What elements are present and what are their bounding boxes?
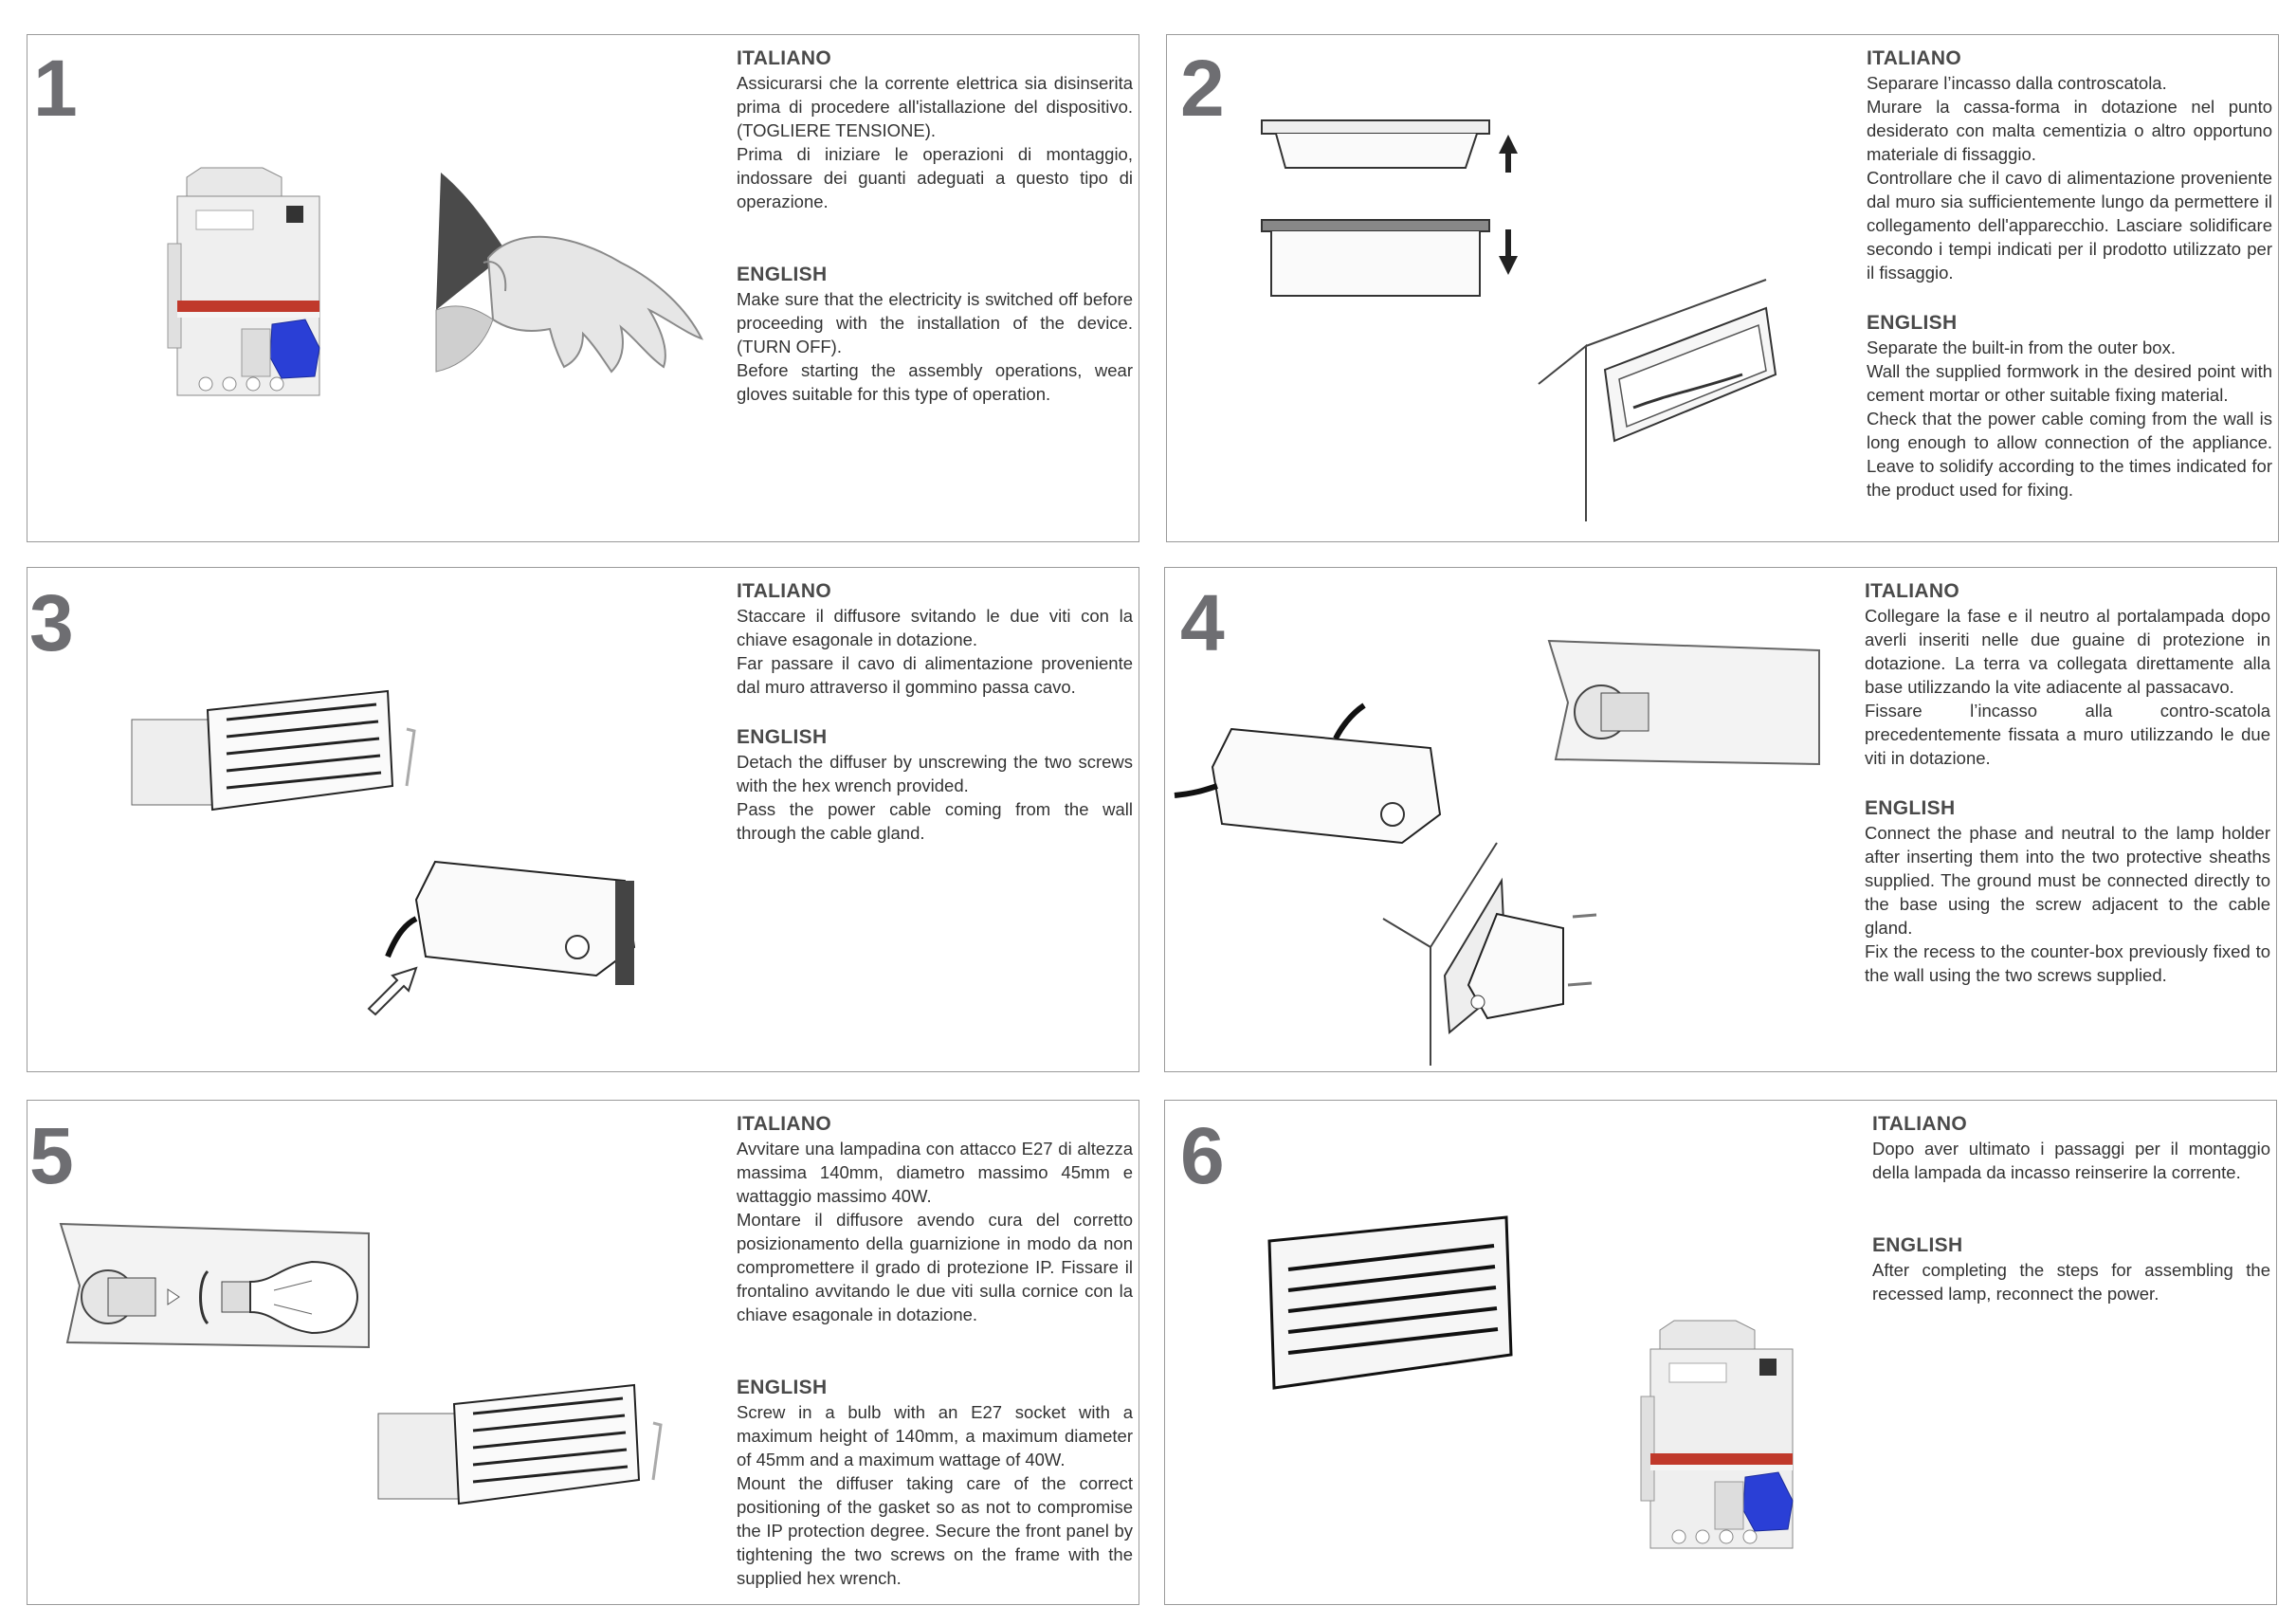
italian-paragraph: Separare l’incasso dalla controscatola. (1867, 73, 2167, 93)
italian-heading: ITALIANO (1867, 47, 1961, 69)
english-paragraph: Before starting the assembly operations,… (737, 360, 1133, 404)
english-heading: ENGLISH (737, 1377, 828, 1398)
circuit-breaker-icon (1640, 1320, 1794, 1549)
step-panel-5: 5 ITALIANO Avvitare una lampadina con at… (27, 1100, 1139, 1605)
step-text-5: ITALIANO Avvitare una lampadina con atta… (737, 1112, 1133, 1590)
step-panel-3: 3 ITALIANO Staccare il diffusore svitand… (27, 567, 1139, 1072)
bulb-icon (59, 1222, 370, 1349)
english-paragraph: Check that the power cable coming from t… (1867, 409, 2272, 500)
english-heading: ENGLISH (1865, 797, 1956, 819)
english-paragraph: Connect the phase and neutral to the lam… (1865, 823, 2270, 938)
step-panel-1: 1 ITALIANO Assicurarsi che la corrente e… (27, 34, 1139, 542)
step-text-2: ITALIANO Separare l’incasso dalla contro… (1867, 46, 2272, 502)
english-heading: ENGLISH (737, 264, 828, 285)
italian-paragraph: Dopo aver ultimato i passaggi per il mon… (1872, 1139, 2270, 1182)
step-panel-4: 4 ITALIANO Collegare la fase e il neutro… (1164, 567, 2277, 1072)
italian-paragraph: Assicurarsi che la corrente elettrica si… (737, 73, 1133, 140)
step-number: 3 (29, 578, 74, 667)
grille-cover-icon (1267, 1215, 1513, 1390)
grille-cover-icon (377, 1383, 663, 1505)
wall-box-icon (1538, 279, 1777, 521)
step-number: 6 (1180, 1111, 1225, 1200)
english-paragraph: Screw in a bulb with an E27 socket with … (737, 1402, 1133, 1469)
italian-heading: ITALIANO (737, 47, 831, 69)
step-number: 5 (29, 1111, 74, 1200)
step-text-6: ITALIANO Dopo aver ultimato i passaggi p… (1872, 1112, 2270, 1305)
wall-box-icon (1382, 842, 1597, 1066)
italian-heading: ITALIANO (737, 1113, 831, 1135)
step-number: 4 (1180, 578, 1225, 667)
english-paragraph: Make sure that the electricity is switch… (737, 289, 1133, 356)
english-heading: ENGLISH (1867, 312, 1958, 334)
italian-paragraph: Controllare che il cavo di alimentazione… (1867, 168, 2272, 283)
italian-heading: ITALIANO (1872, 1113, 1967, 1135)
step-number: 2 (1180, 44, 1225, 133)
step-panel-6: 6 ITALIANO Dopo aver ultimato i passaggi… (1164, 1100, 2277, 1605)
italian-paragraph: Fissare l’incasso alla contro-scatola pr… (1865, 701, 2270, 768)
step-text-4: ITALIANO Collegare la fase e il neutro a… (1865, 579, 2270, 987)
english-paragraph: Fix the recess to the counter-box previo… (1865, 941, 2270, 985)
english-paragraph: After completing the steps for assemblin… (1872, 1260, 2270, 1304)
english-paragraph: Pass the power cable coming from the wal… (737, 799, 1133, 843)
english-heading: ENGLISH (737, 726, 828, 748)
italian-paragraph: Avvitare una lampadina con attacco E27 d… (737, 1139, 1133, 1206)
italian-paragraph: Far passare il cavo di alimentazione pro… (737, 653, 1133, 697)
english-paragraph: Separate the built-in from the outer box… (1867, 338, 2176, 357)
italian-paragraph: Staccare il diffusore svitando le due vi… (737, 606, 1133, 649)
english-paragraph: Wall the supplied formwork in the desire… (1867, 361, 2272, 405)
circuit-breaker-icon (167, 167, 320, 396)
step-panel-2: 2 ITALIANO Separare l’incasso dalla cont… (1166, 34, 2279, 542)
english-paragraph: Mount the diffuser taking care of the co… (737, 1473, 1133, 1588)
lamp-body-icon (367, 860, 636, 1016)
step-number: 1 (33, 44, 78, 133)
italian-heading: ITALIANO (737, 580, 831, 602)
step-text-1: ITALIANO Assicurarsi che la corrente ele… (737, 46, 1133, 406)
italian-paragraph: Montare il diffusore avendo cura del cor… (737, 1210, 1133, 1324)
english-heading: ENGLISH (1872, 1234, 1963, 1256)
italian-heading: ITALIANO (1865, 580, 1959, 602)
outer-box-icon (1261, 119, 1518, 297)
lamp-body-icon (1174, 703, 1442, 845)
glove-hand-icon (435, 173, 703, 374)
italian-paragraph: Collegare la fase e il neutro al portala… (1865, 606, 2270, 697)
step-text-3: ITALIANO Staccare il diffusore svitando … (737, 579, 1133, 845)
lamp-holder-icon (1547, 639, 1820, 766)
grille-cover-icon (131, 689, 416, 812)
italian-paragraph: Murare la cassa-forma in dotazione nel p… (1867, 97, 2272, 164)
english-paragraph: Detach the diffuser by unscrewing the tw… (737, 752, 1133, 795)
italian-paragraph: Prima di iniziare le operazioni di monta… (737, 144, 1133, 211)
